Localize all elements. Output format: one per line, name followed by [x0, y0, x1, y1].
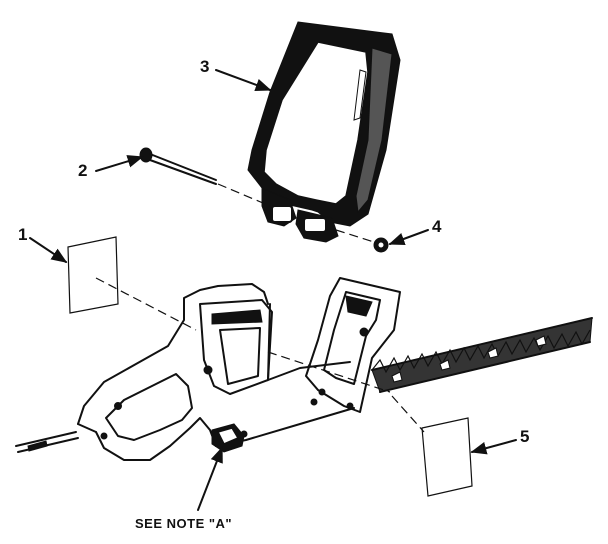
callout-2-label: 2	[78, 161, 88, 180]
decal-part-5	[391, 395, 473, 497]
callout-1-label: 1	[18, 225, 28, 244]
cutting-blade	[371, 317, 593, 393]
callout-3-label: 3	[200, 57, 210, 76]
trimmer-housing	[15, 283, 355, 461]
callout-4-label: 4	[432, 217, 442, 236]
handle-mounting-bracket	[267, 277, 401, 413]
callout-5-label: 5	[520, 427, 530, 446]
decal-part-1	[67, 236, 197, 331]
front-handle-part	[247, 21, 401, 243]
nut-part	[335, 229, 389, 253]
see-note-a-label: SEE NOTE "A"	[135, 516, 233, 531]
leader-lines	[29, 69, 517, 511]
